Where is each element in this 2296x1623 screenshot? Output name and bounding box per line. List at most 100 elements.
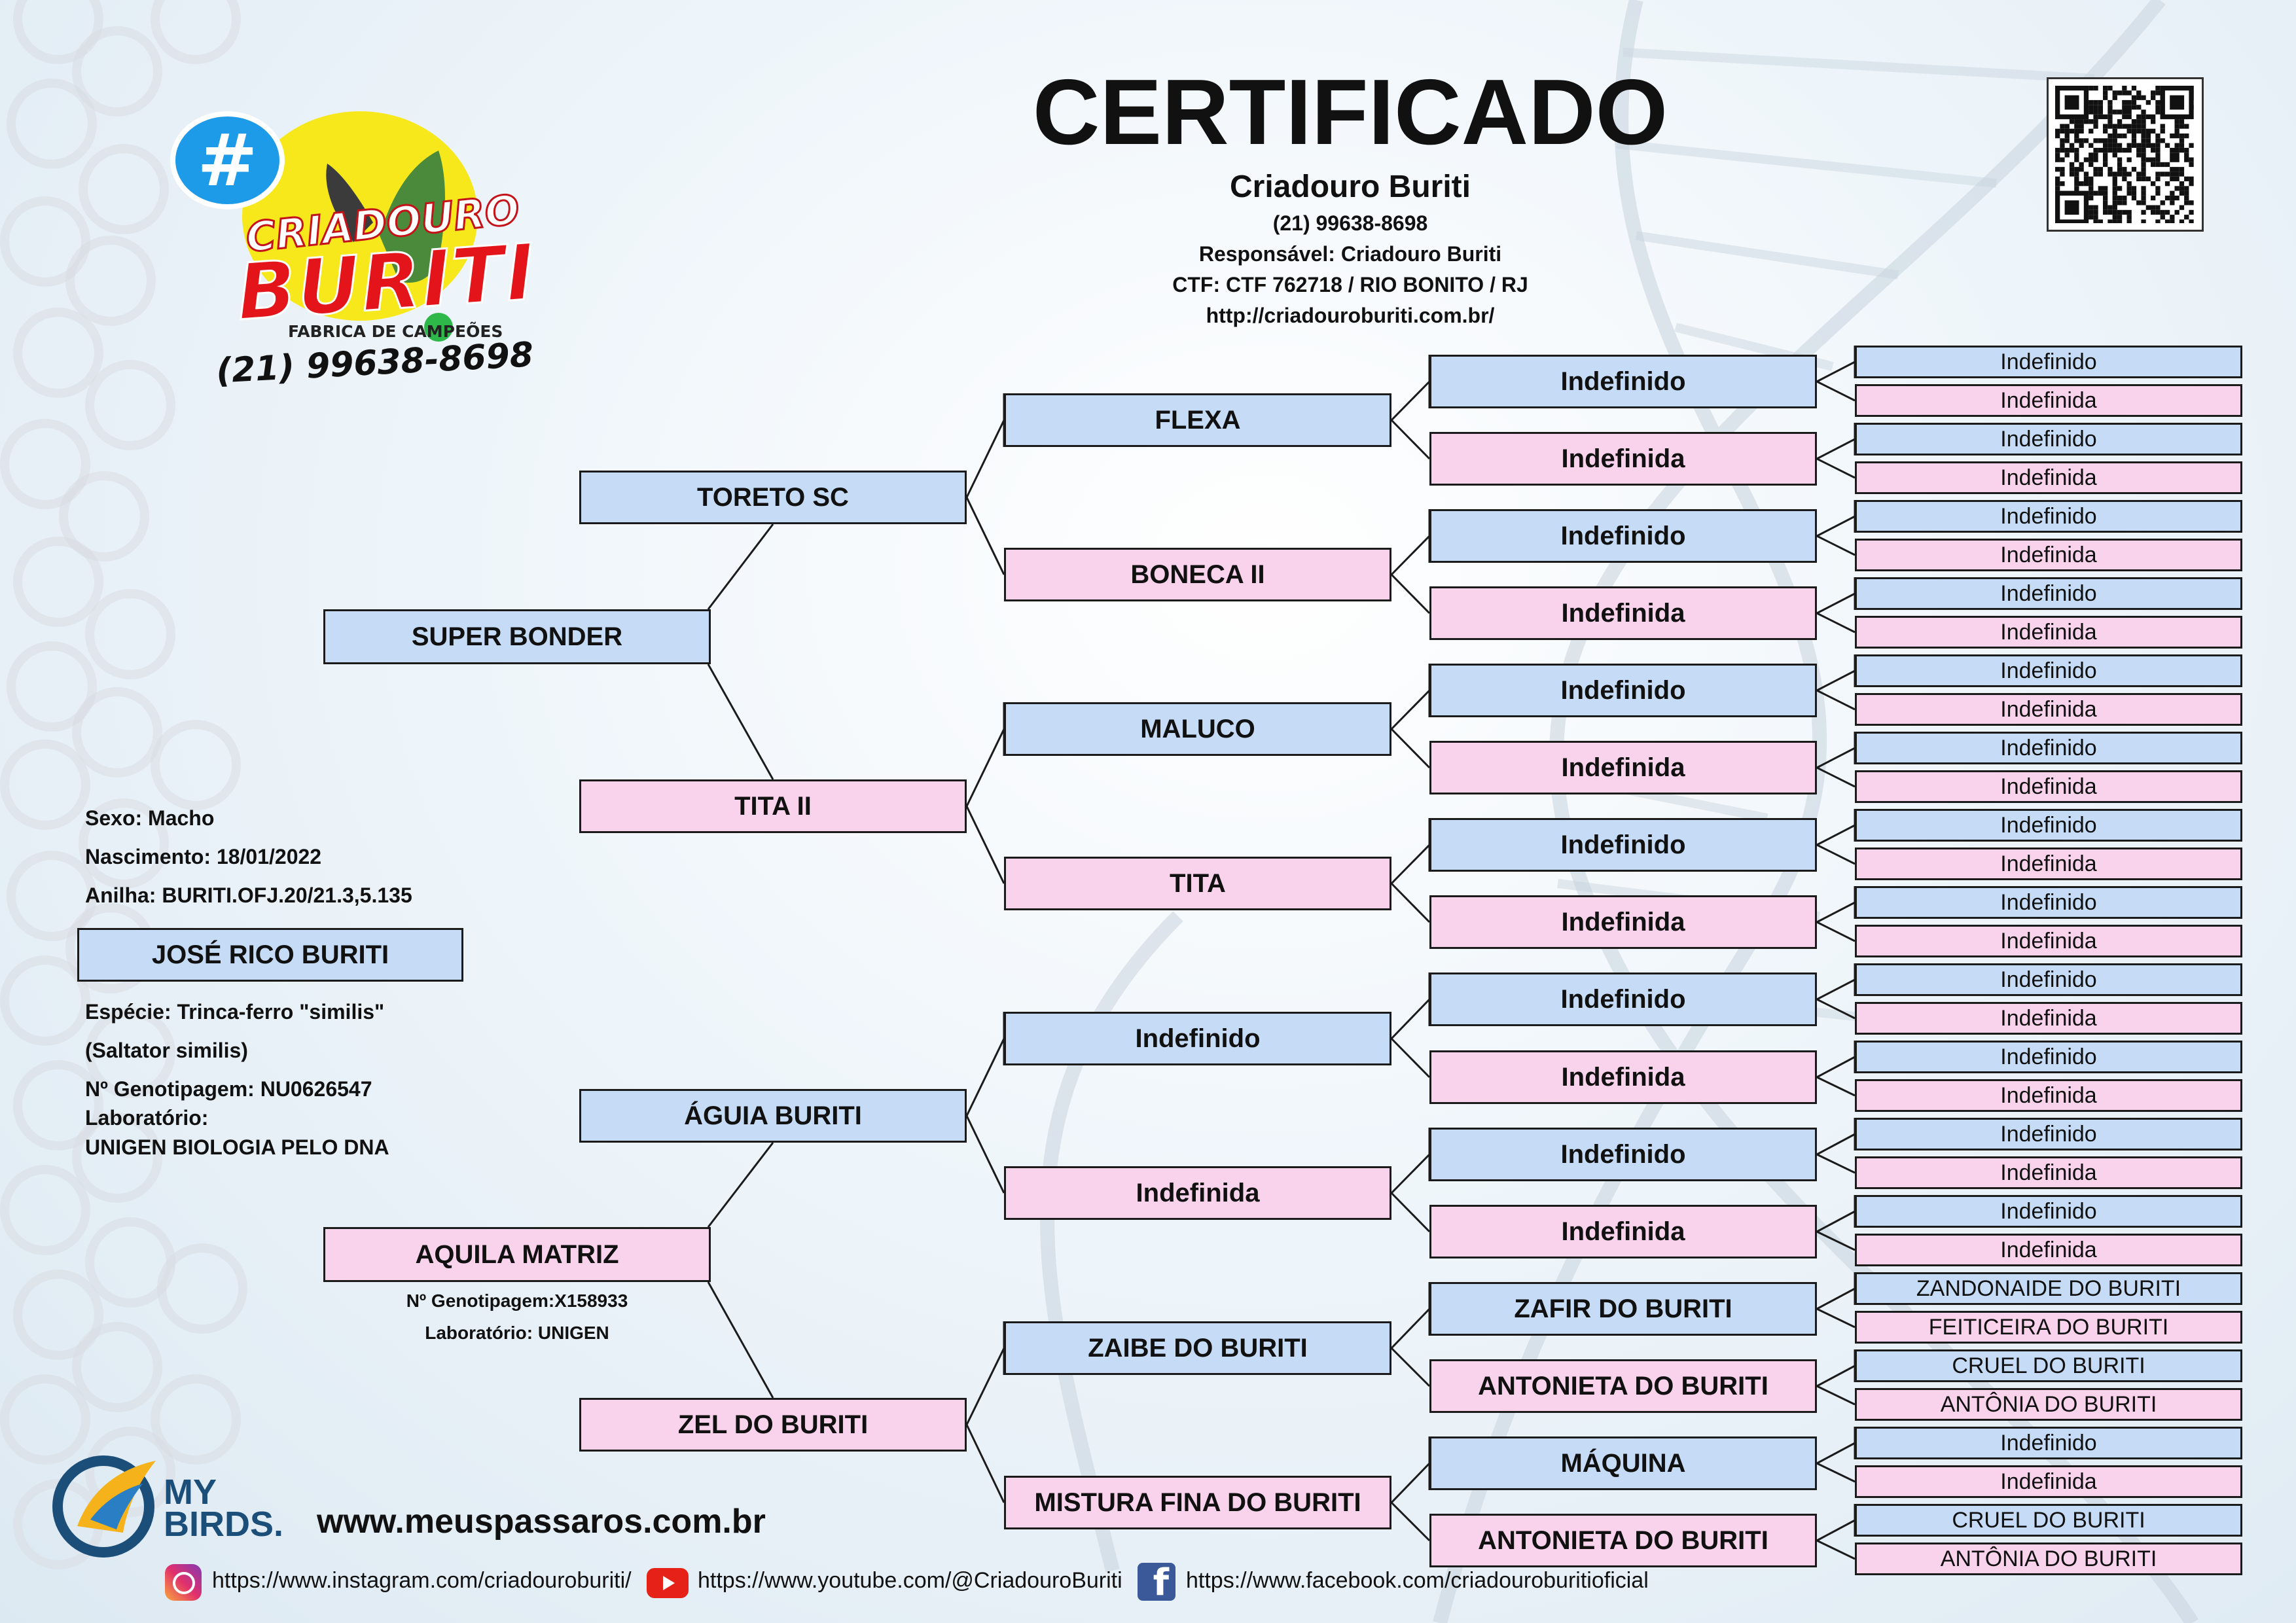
pedigree-name: ZAFIR DO BURITI [1514, 1294, 1732, 1323]
pedigree-name: Indefinida [2000, 1160, 2097, 1185]
connector-line [1816, 361, 1856, 383]
connector-line [1816, 438, 1856, 460]
connector-line [1816, 901, 1856, 923]
pedigree-g3-1: FLEXA [1004, 393, 1391, 447]
pedigree-g5-2: Indefinida [1855, 384, 2242, 417]
youtube-icon[interactable] [647, 1568, 689, 1598]
pedigree-g2-3: ÁGUIA BURITI [579, 1089, 967, 1143]
facebook-icon[interactable]: f [1138, 1563, 1175, 1601]
pedigree-name: TITA II [734, 791, 812, 821]
pedigree-name: Indefinida [2000, 619, 2097, 645]
pedigree-name: Indefinido [2000, 1198, 2097, 1224]
pedigree-name: Indefinida [2000, 542, 2097, 567]
connector-line [1390, 998, 1431, 1040]
pedigree-name: Indefinido [2000, 580, 2097, 606]
connector-line [1816, 689, 1856, 711]
mybirds-brand-top: MY [164, 1472, 217, 1512]
pedigree-name: CRUEL DO BURITI [1952, 1353, 2145, 1378]
breeder-phone: (21) 99638-8698 [1272, 211, 1428, 235]
pedigree-name: Indefinido [2000, 426, 2097, 452]
pedigree-name: Indefinida [1561, 444, 1685, 473]
pedigree-name: Indefinida [2000, 1469, 2097, 1494]
instagram-link[interactable]: https://www.instagram.com/criadouroburit… [212, 1568, 632, 1593]
pedigree-name: ANTONIETA DO BURITI [1478, 1371, 1768, 1400]
pedigree-name: Indefinida [2000, 1237, 2097, 1262]
pedigree-name: ANTÔNIA DO BURITI [1940, 1391, 2157, 1417]
pedigree-name: BONECA II [1130, 560, 1265, 589]
connector-line [1816, 824, 1856, 846]
pedigree-g4-1: Indefinido [1429, 355, 1817, 408]
pedigree-g5-3: Indefinido [1855, 423, 2242, 455]
pedigree-g4-16: ANTONIETA DO BURITI [1429, 1514, 1817, 1567]
pedigree-g5-18: Indefinida [1855, 1002, 2242, 1035]
pedigree-g3-2: BONECA II [1004, 548, 1391, 601]
connector-line [1816, 380, 1856, 402]
connector-line [1390, 1462, 1431, 1504]
connector-line [707, 524, 774, 610]
logo-line3: FABRICA DE CAMPEÕES [288, 322, 503, 341]
pedigree-g5-28: ANTÔNIA DO BURITI [1855, 1388, 2242, 1421]
pedigree-g5-7: Indefinido [1855, 577, 2242, 610]
pedigree-name: CRUEL DO BURITI [1952, 1507, 2145, 1533]
pedigree-name: Indefinido [1560, 675, 1686, 705]
connector-line [1390, 1153, 1431, 1194]
connector-line [1816, 535, 1856, 556]
connector-line [1390, 1308, 1431, 1349]
mybirds-logo [51, 1448, 169, 1559]
pedigree-name: MALUCO [1140, 714, 1255, 743]
pedigree-g4-7: Indefinido [1429, 818, 1817, 872]
connector-line [1816, 1153, 1856, 1174]
breeder-responsible: Responsável: Criadouro Buriti [1198, 242, 1502, 266]
pedigree-g2-2: TITA II [579, 779, 967, 833]
connector-line [1390, 380, 1431, 421]
pedigree-g5-31: CRUEL DO BURITI [1855, 1504, 2242, 1537]
instagram-icon[interactable] [165, 1564, 202, 1601]
connector-line [1816, 592, 1856, 615]
pedigree-g5-19: Indefinido [1855, 1041, 2242, 1073]
pedigree-name: Indefinido [2000, 812, 2097, 838]
pedigree-g3-3: MALUCO [1004, 702, 1391, 756]
connector-line [1816, 669, 1856, 692]
pedigree-name: Indefinido [1560, 1139, 1686, 1169]
pedigree-g5-22: Indefinida [1855, 1156, 2242, 1189]
pedigree-g5-1: Indefinido [1855, 346, 2242, 378]
pedigree-name: ZANDONAIDE DO BURITI [1916, 1275, 2181, 1301]
pedigree-g5-25: ZANDONAIDE DO BURITI [1855, 1272, 2242, 1305]
connector-line [965, 1038, 1005, 1116]
pedigree-name: Indefinido [1135, 1024, 1261, 1053]
connector-line [1816, 1308, 1856, 1329]
pedigree-name: Indefinido [2000, 658, 2097, 683]
connector-line [1390, 728, 1431, 769]
pedigree-g5-4: Indefinida [1855, 461, 2242, 494]
pedigree-name: ANTONIETA DO BURITI [1478, 1525, 1768, 1555]
connector-line [965, 1347, 1005, 1425]
pedigree-g5-12: Indefinida [1855, 770, 2242, 803]
pedigree-g4-11: Indefinido [1429, 1128, 1817, 1181]
connector-line [1390, 1192, 1431, 1233]
pedigree-g5-15: Indefinido [1855, 886, 2242, 919]
connector-line [1816, 1539, 1856, 1560]
pedigree-name: Indefinida [1561, 1062, 1685, 1092]
bird-lab-label: Laboratório: [85, 1106, 209, 1130]
certificate-title: CERTIFICADO [1032, 60, 1668, 164]
pedigree-g3-6: Indefinida [1004, 1166, 1391, 1220]
bird-scientific-name: (Saltator similis) [85, 1039, 248, 1062]
breeder-url[interactable]: http://criadouroburiti.com.br/ [1206, 304, 1495, 327]
pedigree-name: Indefinido [1560, 366, 1686, 396]
pedigree-g4-6: Indefinida [1429, 741, 1817, 794]
pedigree-g5-29: Indefinido [1855, 1427, 2242, 1459]
pedigree-name: TORETO SC [697, 482, 849, 512]
pedigree-g4-4: Indefinida [1429, 586, 1817, 640]
facebook-link[interactable]: https://www.facebook.com/criadouroburiti… [1186, 1568, 1649, 1593]
pedigree-name: Indefinida [2000, 774, 2097, 799]
connector-line [1390, 882, 1431, 923]
footer-website[interactable]: www.meuspassaros.com.br [317, 1503, 766, 1541]
pedigree-name: Indefinido [2000, 503, 2097, 529]
youtube-link[interactable]: https://www.youtube.com/@CriadouroBuriti [698, 1568, 1122, 1593]
connector-line [1816, 1076, 1856, 1097]
pedigree-g5-32: ANTÔNIA DO BURITI [1855, 1543, 2242, 1575]
pedigree-name: Indefinida [2000, 465, 2097, 490]
pedigree-name: Indefinido [2000, 349, 2097, 374]
connector-line [1390, 535, 1431, 576]
